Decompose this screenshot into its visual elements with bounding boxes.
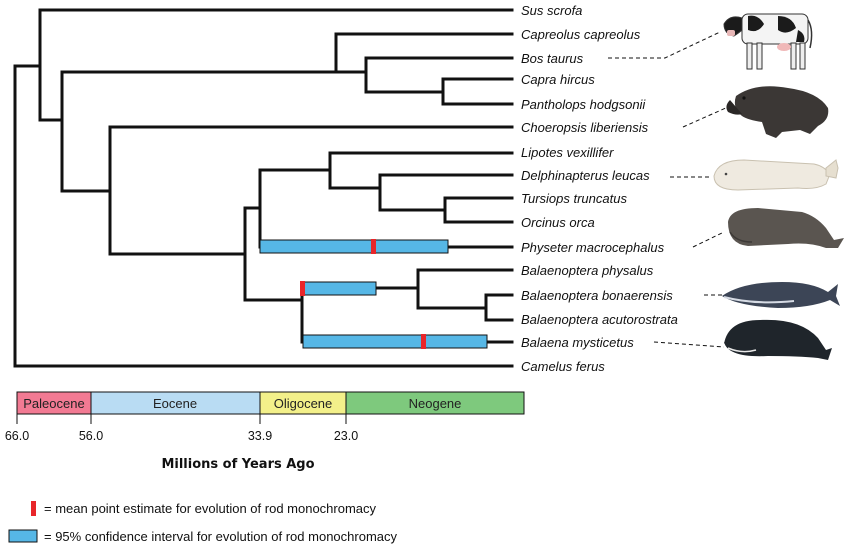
taxon-label: Orcinus orca [521, 215, 595, 230]
bos-branch [364, 56, 514, 94]
mysticete-branch [300, 286, 514, 344]
epoch-label: Neogene [409, 396, 462, 411]
legend-ci-swatch [8, 529, 38, 543]
leader-line-sperm-whale [692, 231, 725, 248]
geologic-timescale: Paleocene Eocene Oligocene Neogene 66.0 … [5, 391, 525, 472]
taxon-label: Bos taurus [521, 51, 584, 66]
mean-marker-balaena [421, 334, 426, 349]
legend: = mean point estimate for evolution of r… [8, 501, 397, 544]
taxon-label: Camelus ferus [521, 359, 605, 374]
capreolus-branch [334, 32, 514, 74]
hippo-branch [108, 125, 514, 256]
ci-bar-physeter [259, 239, 449, 254]
epoch-label: Paleocene [23, 396, 84, 411]
delphinid-branch [443, 196, 514, 224]
epoch-label: Oligocene [274, 396, 333, 411]
bowhead-whale-illustration [724, 319, 832, 360]
balaenoptera-branch [416, 268, 514, 310]
sperm-whale-illustration [728, 208, 844, 248]
taxon-label: Tursiops truncatus [521, 191, 627, 206]
ruminant-stem [60, 70, 338, 193]
phylogenetic-tree [13, 8, 514, 368]
sus-branch [38, 8, 514, 122]
timescale-ticks [16, 414, 347, 424]
tick-label: 66.0 [5, 429, 29, 443]
tick-label: 56.0 [79, 429, 103, 443]
leader-line-bowhead [653, 341, 725, 348]
taxon-label: Capra hircus [521, 72, 595, 87]
root-branch [13, 64, 514, 368]
taxon-label: Delphinapterus leucas [521, 168, 650, 183]
ci-bar-balaenopteridae [302, 281, 377, 296]
epoch-label: Eocene [153, 396, 197, 411]
cetacea-stem [243, 206, 304, 302]
taxon-label: Balaenoptera physalus [521, 263, 654, 278]
legend-mean-label: = mean point estimate for evolution of r… [44, 501, 377, 516]
taxon-label: Capreolus capreolus [521, 27, 641, 42]
minke-whale-illustration [722, 282, 840, 308]
taxon-label: Sus scrofa [521, 3, 582, 18]
capra-pantholops [441, 77, 514, 106]
leader-lines [608, 31, 729, 348]
taxon-label: Balaenoptera bonaerensis [521, 288, 673, 303]
cow-illustration [723, 13, 813, 70]
leader-line-cow [608, 31, 721, 59]
taxon-labels: Sus scrofa Capreolus capreolus Bos tauru… [521, 3, 678, 374]
axis-title: Millions of Years Ago [161, 457, 314, 472]
ci-bar-balaena [302, 334, 488, 349]
taxon-label: Choeropsis liberiensis [521, 120, 649, 135]
taxon-label: Balaenoptera acutorostrata [521, 312, 678, 327]
minke-branch [484, 293, 514, 322]
mean-marker-balaenopteridae [300, 281, 305, 296]
taxon-label: Lipotes vexillifer [521, 145, 614, 160]
lipotes-branch [328, 151, 514, 190]
legend-mean-swatch [31, 501, 36, 516]
mean-marker-physeter [371, 239, 376, 254]
legend-ci-label: = 95% confidence interval for evolution … [44, 529, 397, 544]
taxon-label: Physeter macrocephalus [521, 240, 665, 255]
epoch-bar-neogene [345, 391, 525, 415]
tick-label: 33.9 [248, 429, 272, 443]
tick-label: 23.0 [334, 429, 358, 443]
leader-line-hippo [682, 106, 729, 128]
taxon-label: Balaena mysticetus [521, 335, 634, 350]
beluga-branch [378, 173, 514, 212]
hippopotamus-illustration [726, 86, 829, 138]
taxon-label: Pantholops hodgsonii [521, 97, 646, 112]
beluga-illustration [713, 159, 839, 191]
confidence-intervals [259, 239, 488, 349]
